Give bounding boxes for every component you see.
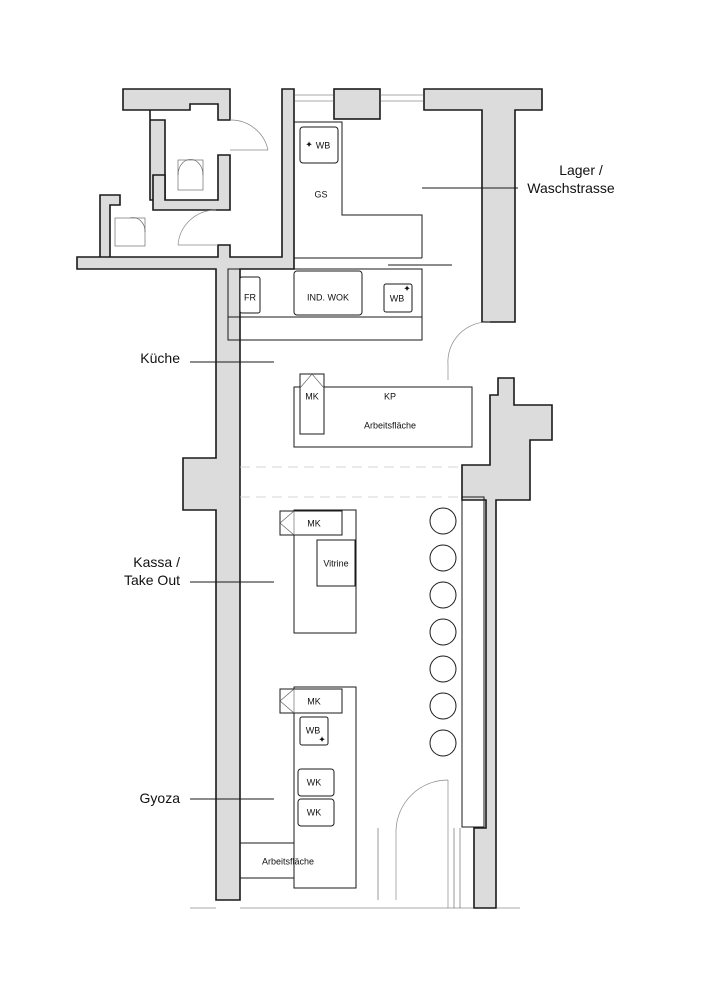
wall-toilet-mid xyxy=(152,154,231,211)
room-labels: Lager / Waschstrasse Küche Kassa / Take … xyxy=(124,162,615,806)
room-label-kassa-line1: Kassa / xyxy=(133,554,180,570)
room-label-kassa-line2: Take Out xyxy=(124,572,180,588)
sink-marker-icon: ✦ xyxy=(318,736,326,746)
vitrine-label: Vitrine xyxy=(323,558,348,568)
wb-kitchen-box xyxy=(383,283,413,313)
ind-wok-box xyxy=(293,270,363,316)
wall-east-lower xyxy=(461,377,553,909)
room-label-kueche: Küche xyxy=(140,350,180,366)
room-label-lager-line1: Lager / xyxy=(559,162,603,178)
bar-stools xyxy=(429,507,457,757)
sink-marker-icon: ✦ xyxy=(305,141,313,151)
stool-4 xyxy=(429,618,457,646)
wall-pillar-top xyxy=(333,88,381,120)
sink-marker-icon: ✦ xyxy=(403,285,411,295)
mk-gyoza-box xyxy=(279,688,343,714)
wk-box-2 xyxy=(297,798,335,827)
wall-toilet-west xyxy=(99,194,121,259)
ind-wok-label: IND. WOK xyxy=(307,292,349,302)
kassa-counter: MK Vitrine xyxy=(279,509,357,634)
wb-gyoza-label: WB xyxy=(306,725,321,735)
wb-kitchen-label: WB xyxy=(390,293,405,303)
kitchen-island: MK KP Arbeitsfläche xyxy=(293,373,473,448)
stool-1 xyxy=(429,507,457,535)
wall-toilet-north xyxy=(122,88,231,201)
wall-east-upper xyxy=(423,88,543,323)
room-label-lager-line2: Waschstrasse xyxy=(527,180,615,196)
wb-lager-box xyxy=(299,126,339,164)
wk-label-1: WK xyxy=(307,777,322,787)
mk-island-box xyxy=(299,373,325,435)
stool-2 xyxy=(429,544,457,572)
structure-lines xyxy=(114,94,520,909)
kp-label: KP xyxy=(384,391,396,401)
wk-label-2: WK xyxy=(307,807,322,817)
fr-label: FR xyxy=(244,292,256,302)
stool-3 xyxy=(429,581,457,609)
mk-kassa-label: MK xyxy=(307,518,321,528)
gyoza-counter: MK WB ✦ WK WK Arbeitsfläche xyxy=(262,686,357,889)
stool-6 xyxy=(429,692,457,720)
mk-island-label: MK xyxy=(305,391,319,401)
lager-area: ✦ WB GS xyxy=(299,126,339,199)
mk-kassa-box xyxy=(279,510,343,536)
wk-box-1 xyxy=(297,768,335,797)
arbeitsflaeche-front-label: Arbeitsfläche xyxy=(262,856,314,866)
kitchen-back-counter: FR IND. WOK ✦ WB xyxy=(239,270,413,316)
gs-label: GS xyxy=(314,189,327,199)
vitrine-box xyxy=(316,539,356,587)
wb-gyoza-box xyxy=(299,716,329,746)
arbeitsflaeche-island-label: Arbeitsfläche xyxy=(364,420,416,430)
room-label-gyoza: Gyoza xyxy=(140,790,181,806)
stool-7 xyxy=(429,729,457,757)
fr-box xyxy=(239,276,261,314)
stool-5 xyxy=(429,655,457,683)
wb-lager-label: WB xyxy=(316,140,331,150)
mk-gyoza-label: MK xyxy=(307,696,321,706)
